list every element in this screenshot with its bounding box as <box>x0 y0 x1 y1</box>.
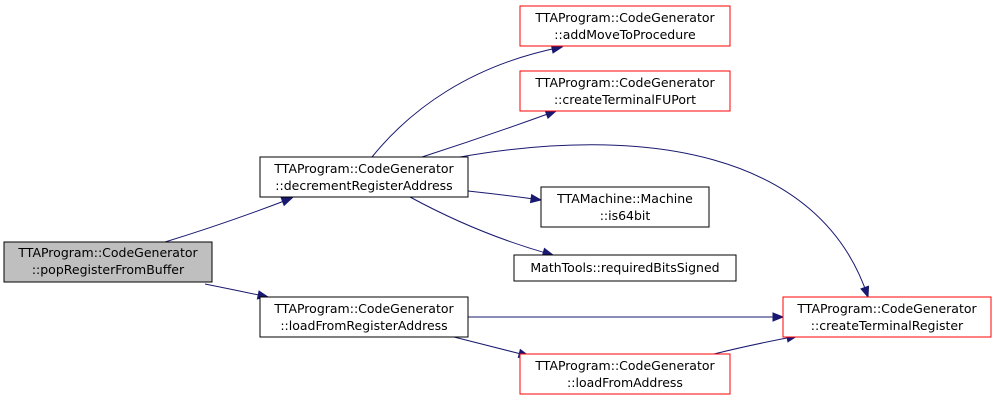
node-load-from-register-address[interactable]: TTAProgram::CodeGenerator ::loadFromRegi… <box>259 296 469 338</box>
edge-decrement-to-createReg <box>459 144 869 298</box>
node-create-terminal-register[interactable]: TTAProgram::CodeGenerator ::createTermin… <box>782 296 992 338</box>
node-pop-line2: ::popRegisterFromBuffer <box>32 262 185 277</box>
node-addmove-line2: ::addMoveToProcedure <box>554 27 696 42</box>
node-pop-line1: TTAProgram::CodeGenerator <box>17 245 198 260</box>
arrowhead-decrement-to-is64 <box>529 193 543 204</box>
arrowhead-decrement-to-createFU <box>544 110 558 120</box>
edge-decrement-to-is64 <box>467 190 542 201</box>
node-loadfromaddr-line2: ::loadFromAddress <box>567 375 683 390</box>
arrowhead-loadFromReg-to-createReg <box>772 312 785 322</box>
edge-pop-to-decrement <box>164 197 293 243</box>
node-loadfromreg-line1: TTAProgram::CodeGenerator <box>273 301 454 316</box>
edge-loadFromAddr-to-createReg <box>713 335 798 355</box>
node-create-terminal-fu-port[interactable]: TTAProgram::CodeGenerator ::createTermin… <box>519 70 731 112</box>
arrowhead-pop-to-decrement <box>280 197 294 207</box>
node-decrement-line1: TTAProgram::CodeGenerator <box>273 161 454 176</box>
edge-decrement-to-addMove <box>371 46 563 158</box>
node-createreg-line1: TTAProgram::CodeGenerator <box>796 301 977 316</box>
node-loadfromaddr-line1: TTAProgram::CodeGenerator <box>534 358 715 373</box>
edge-loadFromReg-to-loadFromAddr <box>453 336 530 357</box>
node-required-bits-signed[interactable]: MathTools::requiredBitsSigned <box>513 254 737 282</box>
node-machine-is64bit[interactable]: TTAMachine::Machine ::is64bit <box>540 186 710 228</box>
nodes-layer: TTAProgram::CodeGenerator ::popRegisterF… <box>3 5 992 395</box>
node-loadfromreg-line2: ::loadFromRegisterAddress <box>280 318 447 333</box>
node-createfu-line2: ::createTerminalFUPort <box>554 92 696 107</box>
node-createfu-line1: TTAProgram::CodeGenerator <box>534 75 715 90</box>
node-pop-register-from-buffer[interactable]: TTAProgram::CodeGenerator ::popRegisterF… <box>3 241 213 283</box>
arrowhead-decrement-to-createReg <box>860 285 870 299</box>
node-load-from-address[interactable]: TTAProgram::CodeGenerator ::loadFromAddr… <box>519 353 731 395</box>
node-createreg-line2: ::createTerminalRegister <box>811 318 964 333</box>
node-is64-line2: ::is64bit <box>600 208 651 223</box>
node-addmove-line1: TTAProgram::CodeGenerator <box>534 10 715 25</box>
edge-decrement-to-createFU <box>421 110 557 158</box>
node-decrement-register-address[interactable]: TTAProgram::CodeGenerator ::decrementReg… <box>259 156 469 198</box>
node-add-move-to-procedure[interactable]: TTAProgram::CodeGenerator ::addMoveToPro… <box>519 5 731 47</box>
edge-decrement-to-reqBits <box>409 196 554 256</box>
node-decrement-line2: ::decrementRegisterAddress <box>275 178 452 193</box>
node-reqbits-line1: MathTools::requiredBitsSigned <box>530 260 719 275</box>
node-is64-line1: TTAMachine::Machine <box>556 191 693 206</box>
